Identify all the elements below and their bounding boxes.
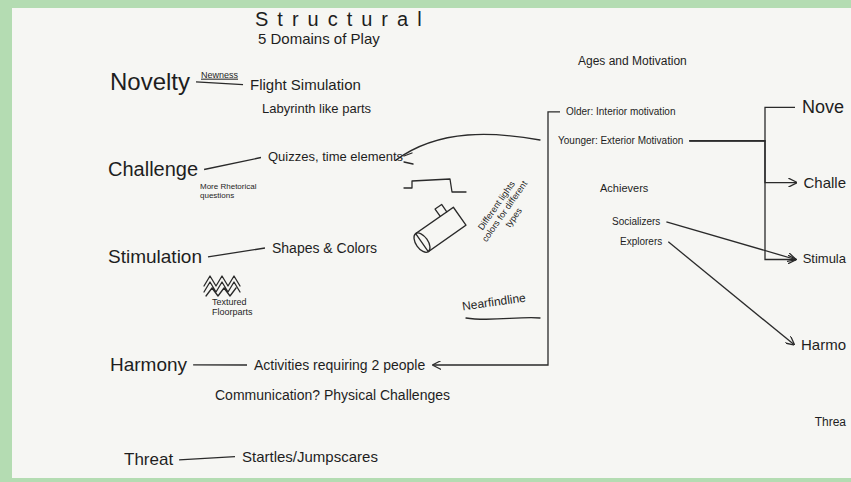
- node-text: Stimula: [803, 252, 846, 267]
- curve-stroke: [396, 134, 540, 160]
- note-label: Ages and Motivation: [578, 55, 687, 69]
- topic-node: Challenge: [106, 158, 200, 181]
- node-text: Nove: [802, 97, 844, 118]
- node-text: Socializers: [612, 216, 660, 228]
- topic-node: Threat: [122, 450, 175, 470]
- topic-node: Younger: Exterior Motivation: [556, 135, 685, 147]
- node-text: Explorers: [620, 236, 662, 248]
- topic-node: Activities requiring 2 people: [252, 357, 427, 373]
- note-label: Communication? Physical Challenges: [215, 387, 450, 403]
- node-text: Threa: [815, 416, 846, 430]
- topic-node: Shapes & Colors: [270, 240, 379, 256]
- topic-node: Threa: [813, 416, 848, 430]
- topic-node: Startles/Jumpscares: [240, 448, 380, 465]
- node-text: Stimulation: [108, 246, 202, 268]
- connector-line: [668, 242, 794, 345]
- node-text: Activities requiring 2 people: [254, 357, 425, 373]
- node-text: Novelty: [110, 68, 190, 96]
- topic-node: Harmo: [799, 336, 848, 353]
- topic-node: Socializers: [610, 216, 662, 228]
- note-label: Textured Floorparts: [212, 297, 274, 318]
- node-text: Threat: [124, 450, 173, 470]
- connector-line: [689, 141, 795, 260]
- connector-line: [433, 112, 560, 365]
- zigzag-texture: [204, 276, 240, 296]
- note-label: 5 Domains of Play: [258, 30, 380, 47]
- topic-node: Older: Interior motivation: [564, 106, 678, 118]
- node-text: Shapes & Colors: [272, 240, 377, 256]
- connector-line: [689, 107, 795, 141]
- node-text: Flight Simulation: [250, 76, 361, 93]
- topic-node: Achievers: [598, 182, 650, 195]
- node-text: Older: Interior motivation: [566, 106, 676, 118]
- connector-line: [689, 141, 796, 183]
- node-text: Harmony: [110, 354, 187, 376]
- underline-stroke: [466, 318, 540, 320]
- topic-node: Stimulation: [106, 246, 204, 268]
- topic-node: Harmony: [108, 354, 189, 376]
- outline-stroke: [404, 179, 466, 192]
- node-text: Achievers: [600, 182, 648, 195]
- topic-node: Stimula: [801, 252, 848, 267]
- title-text: Structural: [255, 8, 431, 31]
- connector-line: [204, 158, 261, 170]
- connector-line: [193, 364, 247, 365]
- connector-line: [196, 82, 243, 85]
- node-text: Challenge: [108, 158, 198, 181]
- topic-node: Flight Simulation: [248, 76, 363, 93]
- node-text: Harmo: [801, 336, 846, 353]
- connector-line: [179, 457, 235, 460]
- topic-node: Quizzes, time elements: [266, 150, 405, 165]
- note-label: More Rhetorical questions: [200, 182, 280, 200]
- connector-line: [666, 222, 795, 260]
- node-text: Startles/Jumpscares: [242, 448, 378, 465]
- cylinder-sketch: [406, 200, 466, 255]
- topic-node: Nove: [800, 97, 846, 118]
- node-text: Younger: Exterior Motivation: [558, 135, 683, 147]
- edge-label: Newness: [199, 70, 240, 80]
- topic-node: Challe: [801, 174, 848, 191]
- node-text: Quizzes, time elements: [268, 150, 403, 165]
- connector-line: [208, 248, 265, 257]
- tick-mark: [404, 153, 413, 164]
- note-label: Labyrinth like parts: [262, 102, 371, 117]
- topic-node: Novelty: [108, 68, 192, 96]
- node-text: Challe: [803, 174, 846, 191]
- topic-node: Explorers: [618, 236, 664, 248]
